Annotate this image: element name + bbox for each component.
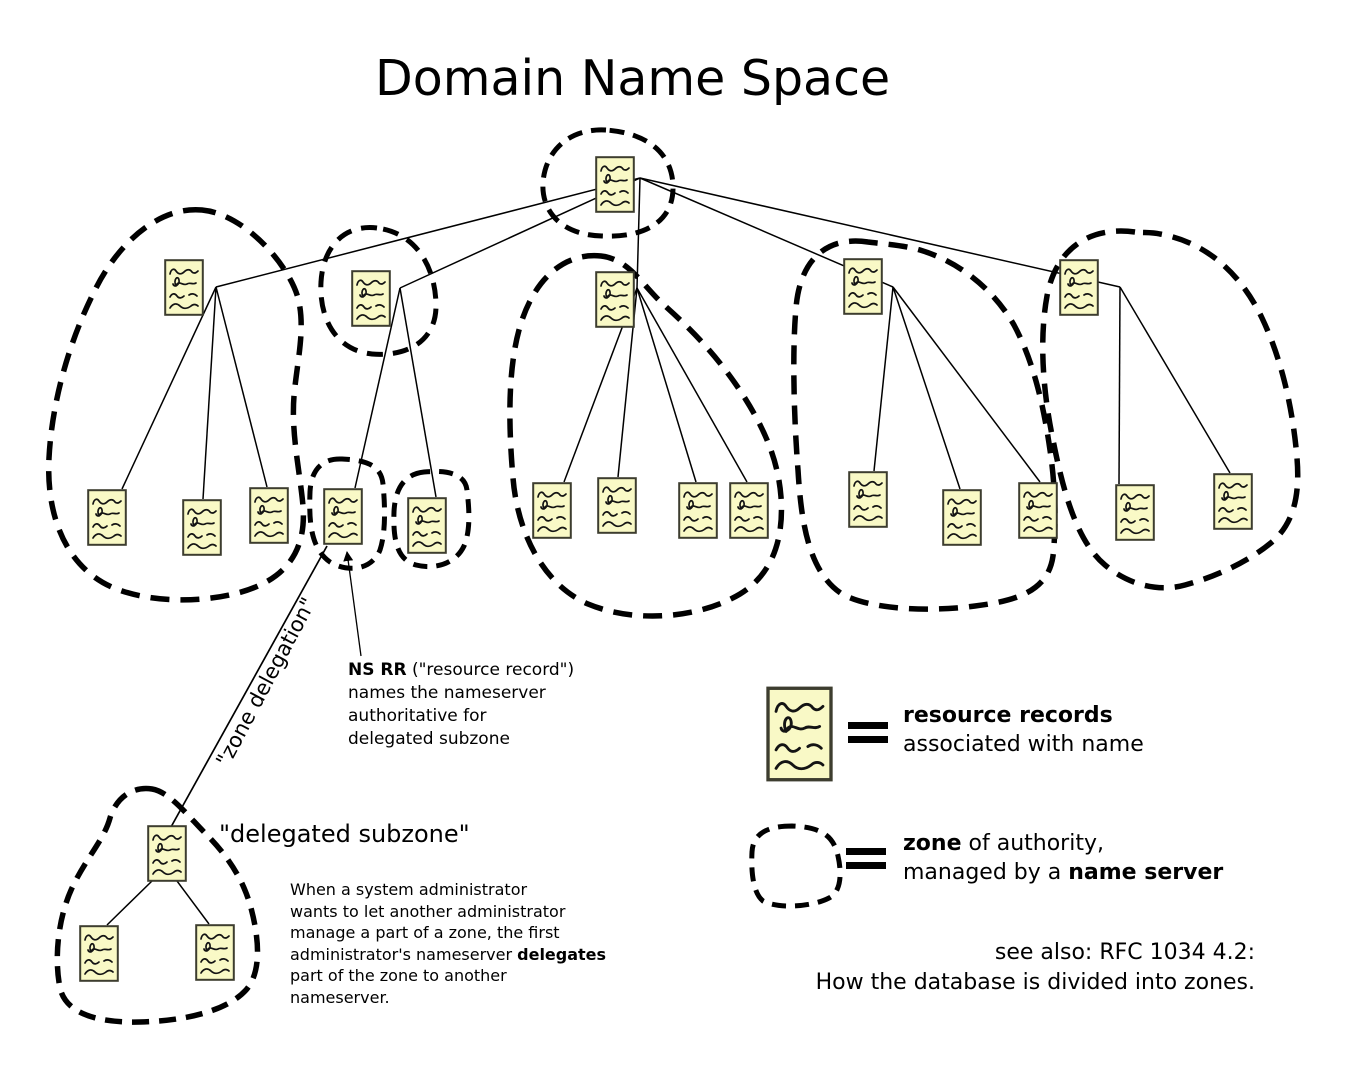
note-line: manage a part of a zone, the first bbox=[290, 923, 560, 942]
note-line: nameserver. bbox=[290, 987, 390, 1007]
tree-edge bbox=[215, 177, 641, 288]
ns-rr-line4: delegated subzone bbox=[348, 729, 510, 749]
legend-zone-line2: managed by a name server bbox=[903, 860, 1224, 885]
resource-record-icon bbox=[1018, 482, 1058, 539]
resource-record-icon bbox=[87, 489, 127, 546]
zone-outline-icon bbox=[307, 456, 388, 571]
note-line: When a system administrator bbox=[290, 880, 528, 899]
ns-rr-line1: NS RR ("resource record") bbox=[348, 660, 575, 680]
tree-edge bbox=[399, 287, 437, 498]
page-title: Domain Name Space bbox=[375, 50, 891, 107]
resource-record-icon bbox=[595, 271, 635, 328]
tree-edge bbox=[892, 286, 961, 490]
tree-edge bbox=[202, 286, 217, 500]
see-also-line1: see also: RFC 1034 4.2: bbox=[994, 940, 1255, 965]
legend-resource-records-title: resource records bbox=[903, 703, 1113, 728]
tree-edge bbox=[106, 880, 153, 926]
see-also-line2: How the database is divided into zones. bbox=[815, 970, 1255, 995]
legend-resource-records-desc: associated with name bbox=[903, 732, 1144, 757]
equals-icon bbox=[848, 722, 888, 743]
zone-outlines bbox=[45, 127, 1301, 1025]
resource-record-icon bbox=[595, 156, 635, 213]
legend-zone-line1: zone of authority, bbox=[903, 831, 1104, 856]
resource-record-icon bbox=[597, 477, 637, 534]
resource-record-icon bbox=[195, 924, 235, 981]
resource-record-icon bbox=[848, 471, 888, 528]
resource-record-icon bbox=[532, 482, 572, 539]
resource-record-icon bbox=[1213, 473, 1253, 530]
ns-rr-line2: names the nameserver bbox=[348, 683, 546, 703]
legend-zone: zone of authority, managed by a name ser… bbox=[903, 829, 1223, 887]
zone-outline-icon bbox=[507, 252, 785, 619]
ns-rr-line3: authoritative for bbox=[348, 706, 487, 726]
zone-outline-icon bbox=[791, 238, 1058, 612]
ns-rr-annotation: NS RR ("resource record") names the name… bbox=[348, 659, 574, 751]
tree-edge bbox=[1118, 286, 1121, 485]
legend-resource-records: resource records associated with name bbox=[903, 701, 1144, 759]
resource-record-icon bbox=[843, 258, 883, 315]
see-also-note: see also: RFC 1034 4.2: How the database… bbox=[816, 938, 1255, 998]
resource-record-icon bbox=[164, 259, 204, 316]
zone-outline-icon bbox=[391, 469, 472, 570]
delegated-subzone-label: "delegated subzone" bbox=[219, 820, 470, 848]
note-line: part of the zone to another bbox=[290, 966, 507, 985]
zone-outline-icon bbox=[54, 785, 261, 1025]
tree-edge bbox=[636, 287, 697, 483]
tree-edge bbox=[121, 286, 217, 490]
tree-edge bbox=[873, 286, 894, 472]
zone-delegation-line bbox=[170, 545, 328, 828]
tree-edge bbox=[354, 287, 401, 489]
zone-outline-icon bbox=[318, 225, 439, 357]
resource-record-icon bbox=[1059, 259, 1099, 316]
resource-record-icon bbox=[1115, 484, 1155, 541]
zone-outline-icon legend-zone-outline bbox=[749, 823, 843, 909]
resource-record-icon bbox=[79, 925, 119, 982]
resource-record-icon bbox=[147, 825, 187, 882]
resource-record-icon bbox=[729, 482, 769, 539]
tree-edge bbox=[176, 880, 210, 925]
tree-edge bbox=[1119, 286, 1231, 474]
resource-record-icon bbox=[407, 497, 447, 554]
zone-outline-icon bbox=[540, 127, 676, 239]
note-line: administrator's nameserver delegates bbox=[290, 944, 607, 964]
tree-edge bbox=[636, 287, 748, 483]
tree-edge bbox=[892, 286, 1041, 483]
note-line: wants to let another administrator bbox=[290, 901, 566, 921]
resource-record-icon bbox=[182, 499, 222, 556]
resource-record-icon legend-record-icon bbox=[766, 686, 833, 782]
tree-edge bbox=[215, 286, 268, 488]
zone-outline-icon bbox=[45, 207, 307, 603]
resource-record-icon bbox=[351, 270, 391, 327]
resource-record-icon ns-rr-node bbox=[323, 488, 363, 545]
resource-record-icon bbox=[249, 487, 289, 544]
resource-record-icon bbox=[678, 482, 718, 539]
equals-icon bbox=[846, 848, 886, 869]
resource-record-icon bbox=[942, 489, 982, 546]
delegation-note: When a system administrator wants to let… bbox=[290, 879, 606, 1008]
zone-outline-icon bbox=[1040, 228, 1301, 591]
tree-edge bbox=[639, 177, 1121, 288]
